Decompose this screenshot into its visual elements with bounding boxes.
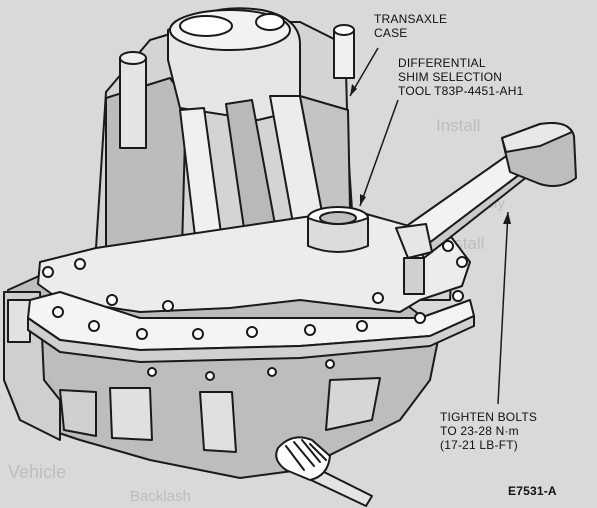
lower-rib <box>59 389 97 437</box>
bolt-row <box>42 240 468 340</box>
bolt <box>456 256 468 268</box>
bolt <box>372 292 384 304</box>
leader-tighten-bolts <box>497 211 509 405</box>
left-stem <box>119 57 147 149</box>
bolt <box>325 359 335 369</box>
wrench-socket <box>403 257 425 295</box>
bolt <box>205 371 215 381</box>
label-line: TOOL T83P-4451-AH1 <box>398 84 524 98</box>
bell-boss <box>255 13 285 31</box>
lower-rib <box>199 391 237 453</box>
label-line: CASE <box>374 26 408 40</box>
top-tube <box>333 29 355 79</box>
bolt <box>267 367 277 377</box>
bolt <box>442 240 454 252</box>
shim-tool-bore <box>319 211 357 225</box>
arrow-transaxle-case <box>350 84 357 96</box>
top-tube-end <box>333 24 355 36</box>
bolt <box>304 324 316 336</box>
bolt <box>106 294 118 306</box>
bolt <box>136 328 148 340</box>
left-stem-cap <box>119 51 147 65</box>
arrow-tighten-bolts <box>503 212 511 224</box>
arrow-shim-tool <box>360 194 366 206</box>
gasket-plate-edge <box>27 315 475 363</box>
label-transaxle-case: TRANSAXLE CASE <box>374 12 447 40</box>
boot-ridges <box>285 439 327 471</box>
wrench-grip-top <box>501 122 573 153</box>
bolt <box>192 328 204 340</box>
label-line: DIFFERENTIAL <box>398 56 486 70</box>
figure-id: E7531-A <box>508 484 557 498</box>
bolt <box>52 306 64 318</box>
bolt <box>42 266 54 278</box>
bolt <box>147 367 157 377</box>
bleed-text: Vehicle <box>8 462 67 482</box>
lower-rib <box>325 377 381 431</box>
label-tighten-bolts: TIGHTEN BOLTS TO 23-28 N·m (17-21 LB-FT) <box>440 410 537 452</box>
bleed-text: Install <box>436 116 481 135</box>
shift-boot <box>275 436 331 481</box>
bell-cap <box>179 15 233 37</box>
bolt <box>452 290 464 302</box>
lower-rib <box>109 387 153 441</box>
bolt <box>414 312 426 324</box>
left-ear <box>7 299 31 343</box>
bolt <box>356 320 368 332</box>
wrench-head <box>395 223 433 259</box>
bolt <box>74 258 86 270</box>
leader-shim-tool <box>359 99 399 207</box>
label-shim-tool: DIFFERENTIAL SHIM SELECTION TOOL T83P-44… <box>398 56 523 98</box>
label-line: (17-21 LB-FT) <box>440 438 518 452</box>
label-line: TO 23-28 N·m <box>440 424 519 438</box>
label-line: TIGHTEN BOLTS <box>440 410 538 424</box>
label-line: TRANSAXLE <box>374 12 448 26</box>
lower-bolts <box>147 359 335 381</box>
bleed-text: Backlash <box>130 488 191 505</box>
bolt <box>162 300 174 312</box>
label-line: SHIM SELECTION <box>398 70 503 84</box>
bolt <box>88 320 100 332</box>
bolt <box>246 326 258 338</box>
